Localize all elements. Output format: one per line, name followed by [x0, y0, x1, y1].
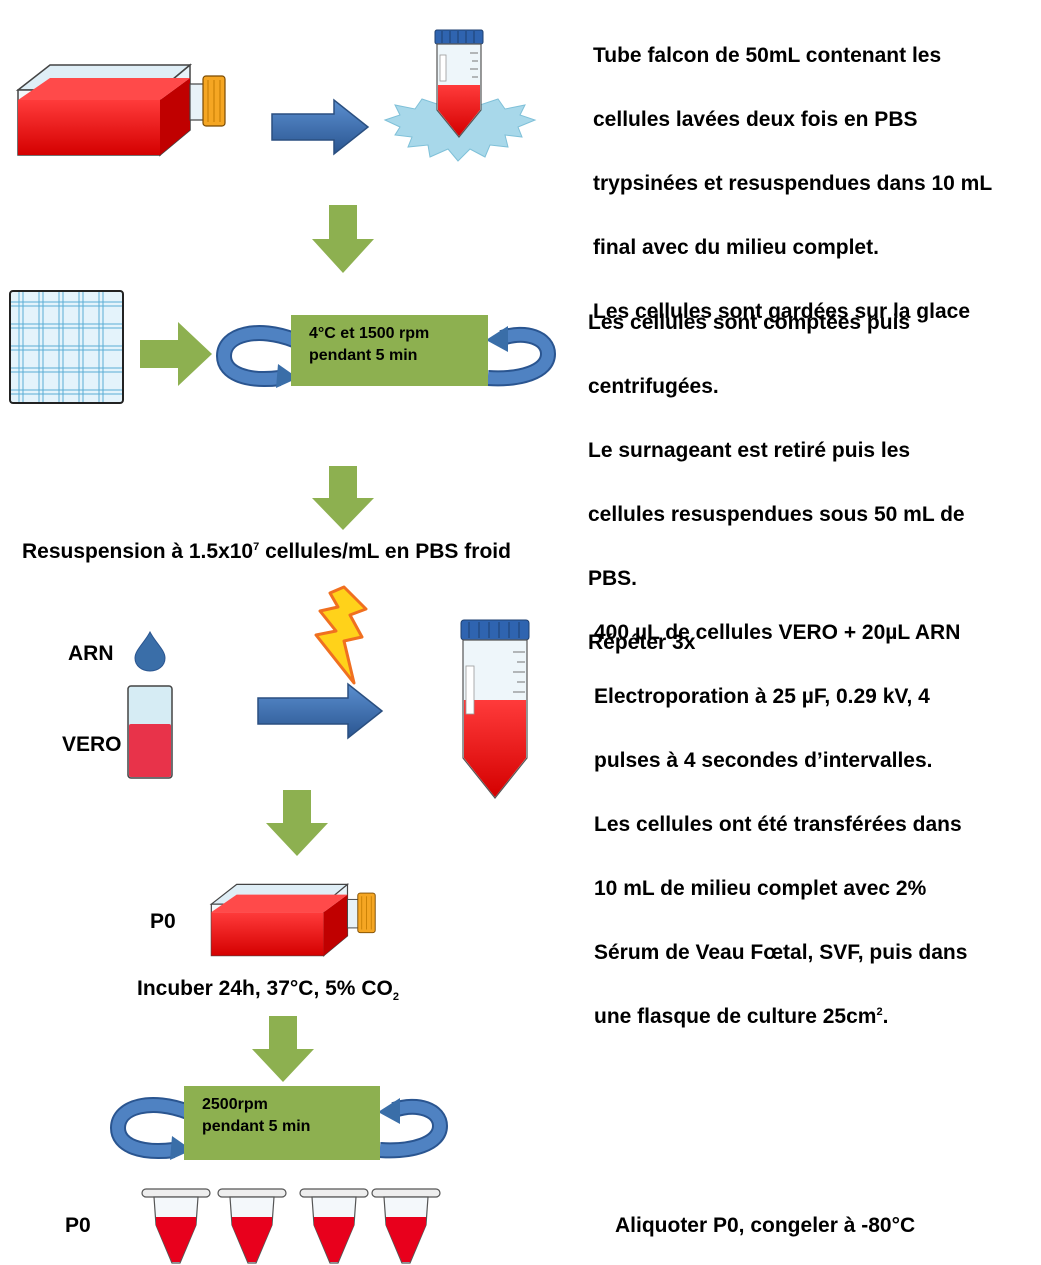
incubation-label: Incuber 24h, 37°C, 5% CO2 [137, 977, 399, 1004]
p0-label: P0 [150, 910, 176, 933]
eppendorf-tube-icon [217, 1188, 287, 1264]
rotate-left-arrow-icon [215, 325, 298, 388]
step2-description: Les cellules sont comptées puis centrifu… [588, 311, 965, 654]
rotate-right-arrow-icon [486, 326, 557, 387]
arn-label: ARN [68, 642, 114, 665]
resuspension-label: Resuspension à 1.5x107 cellules/mL en PB… [22, 540, 511, 563]
centrifuge-conditions-box: 4°C et 1500 rpm pendant 5 min [291, 315, 488, 386]
rotate-left-arrow-icon [109, 1097, 192, 1160]
p0-label: P0 [65, 1214, 91, 1237]
eppendorf-tube-icon [371, 1188, 441, 1264]
green-down-arrow-icon [312, 205, 374, 273]
step1-description: Tube falcon de 50mL contenant les cellul… [593, 44, 993, 323]
blue-arrow-icon [271, 98, 370, 156]
eppendorf-tube-icon [141, 1188, 211, 1264]
rotate-right-arrow-icon [378, 1098, 449, 1159]
rna-drop-icon [134, 630, 166, 672]
green-down-arrow-icon [266, 790, 328, 856]
falcon-tube-on-ice-icon [383, 29, 537, 162]
step3-description: 400 µL de cellules VERO + 20µL ARN Elect… [594, 621, 968, 1028]
final-step-label: Aliquoter P0, congeler à -80°C [615, 1214, 916, 1237]
eppendorf-tube-icon [299, 1188, 369, 1264]
green-down-arrow-icon [312, 466, 374, 530]
green-right-arrow-icon [140, 322, 212, 386]
lightning-bolt-icon [314, 585, 368, 685]
centrifuge-conditions-box: 2500rpm pendant 5 min [184, 1086, 380, 1160]
culture-flask-icon [209, 883, 376, 957]
green-down-arrow-icon [252, 1016, 314, 1082]
falcon-tube-icon [460, 619, 530, 799]
cuvette-icon [127, 685, 173, 779]
culture-flask-icon [15, 63, 226, 157]
counting-grid-icon [9, 290, 124, 404]
blue-arrow-icon [257, 682, 384, 740]
vero-label: VERO [62, 733, 122, 756]
